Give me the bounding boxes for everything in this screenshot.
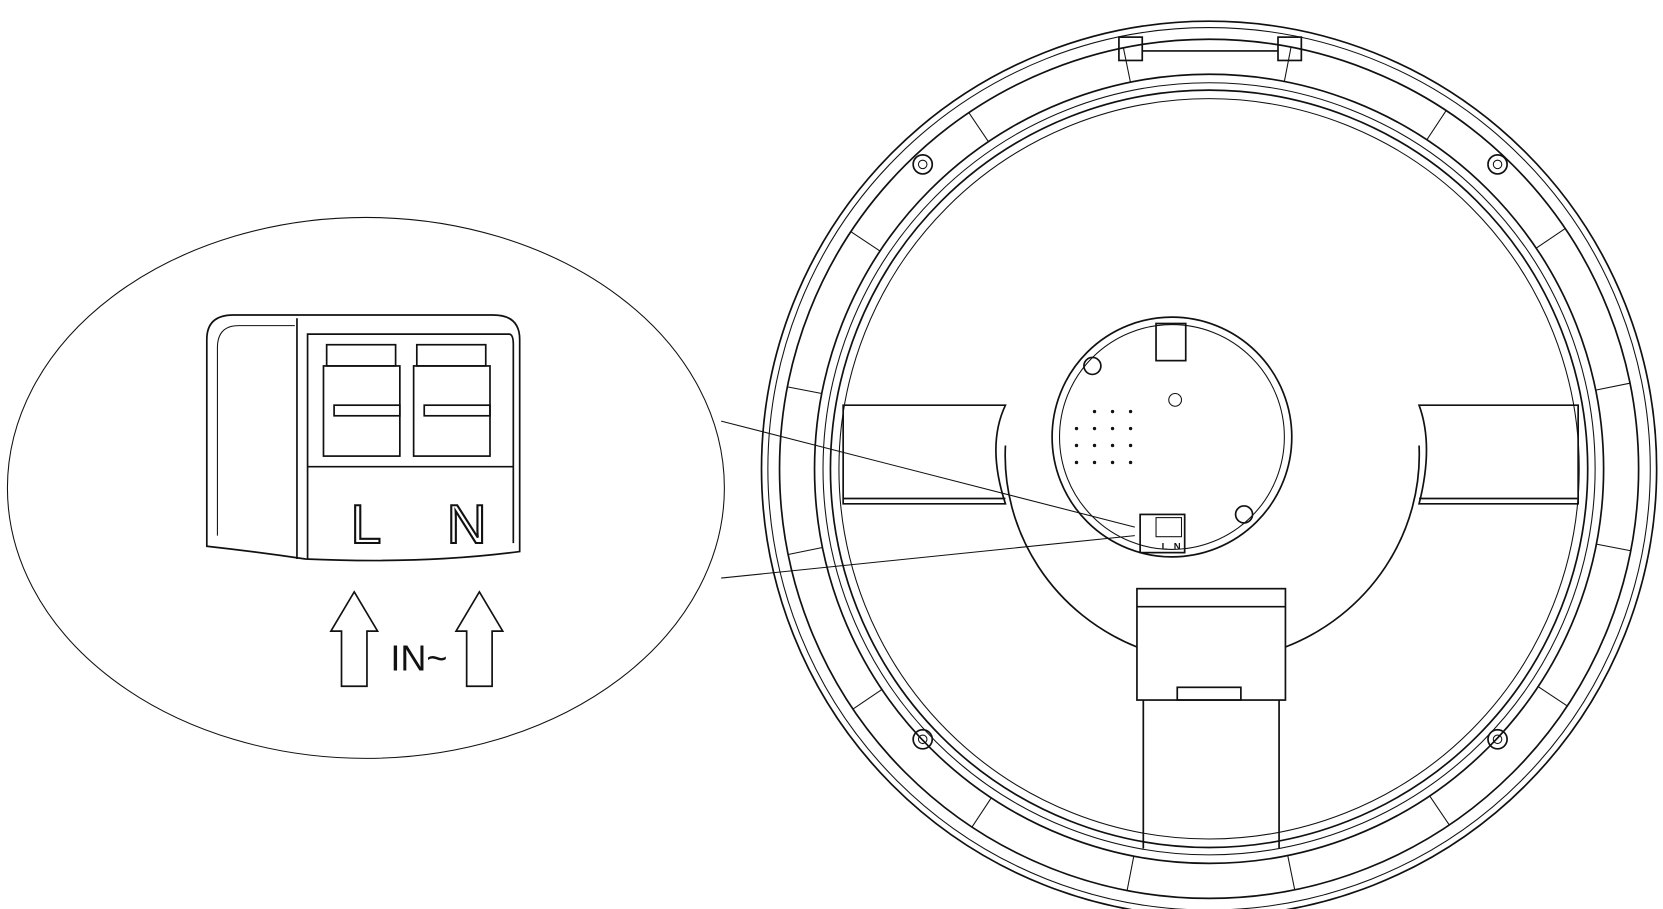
- mounting-holes: [912, 154, 1508, 750]
- vent-hole: [1092, 443, 1097, 448]
- arrow-up-icon: [329, 590, 380, 688]
- vent-hole: [1110, 409, 1115, 414]
- ceiling-fixture: L N: [760, 20, 1658, 909]
- rim-segment-divider: [1596, 543, 1631, 552]
- rim-segment-divider: [1535, 228, 1566, 249]
- terminal-block-enlarged: L N: [205, 314, 521, 562]
- rim-segment-divider: [787, 386, 822, 395]
- vent-hole: [1110, 443, 1115, 448]
- vent-hole: [1128, 460, 1133, 465]
- terminal-label-n: N: [447, 493, 487, 555]
- device-label-l: L: [1162, 541, 1168, 552]
- magnified-view-ellipse: [6, 216, 725, 759]
- bracket-arm-right: [1417, 404, 1580, 505]
- vent-hole: [1110, 426, 1115, 431]
- center-plate: [1051, 316, 1293, 558]
- rim-segment-divider: [852, 689, 883, 710]
- vent-hole: [1074, 426, 1079, 431]
- connector-terminal: [1139, 513, 1186, 554]
- connector-top: [1155, 322, 1187, 362]
- vent-hole: [1128, 426, 1133, 431]
- terminal-label-l: L: [351, 493, 382, 555]
- input-label: IN~: [390, 637, 447, 678]
- device-label-n: N: [1174, 541, 1181, 552]
- rim-segment-divider: [1595, 382, 1631, 391]
- terminal-l-release: [325, 343, 397, 367]
- vent-hole: [1128, 443, 1133, 448]
- rim-segment-divider: [971, 797, 992, 828]
- terminal-n-release: [415, 343, 487, 367]
- rim-segment-divider: [1283, 47, 1292, 82]
- rim-segment-divider: [1537, 686, 1568, 707]
- vent-hole: [1128, 409, 1133, 414]
- vent-hole: [1092, 460, 1097, 465]
- bracket-arm-left: [842, 404, 1007, 505]
- rim-segment-divider: [1126, 856, 1135, 891]
- rim-segment-divider: [1429, 795, 1450, 826]
- vent-hole: [1092, 409, 1097, 414]
- vent-hole: [1110, 460, 1115, 465]
- rim-segment-divider: [1426, 110, 1447, 141]
- vent-hole: [1092, 426, 1097, 431]
- callout-line-top: [721, 420, 1135, 528]
- rim-segment-divider: [1122, 47, 1131, 83]
- vent-hole: [1074, 460, 1079, 465]
- driver-box: [1136, 587, 1287, 701]
- detail-callout: L N IN~: [6, 216, 1135, 759]
- rim-segment-divider: [1287, 855, 1296, 890]
- callout-line-bottom: [721, 535, 1135, 579]
- arrow-up-icon: [454, 590, 505, 688]
- rim-segment-divider: [968, 112, 989, 143]
- vent-hole: [1074, 443, 1079, 448]
- rim-segment-divider: [850, 231, 881, 252]
- rim-segment-divider: [788, 546, 823, 555]
